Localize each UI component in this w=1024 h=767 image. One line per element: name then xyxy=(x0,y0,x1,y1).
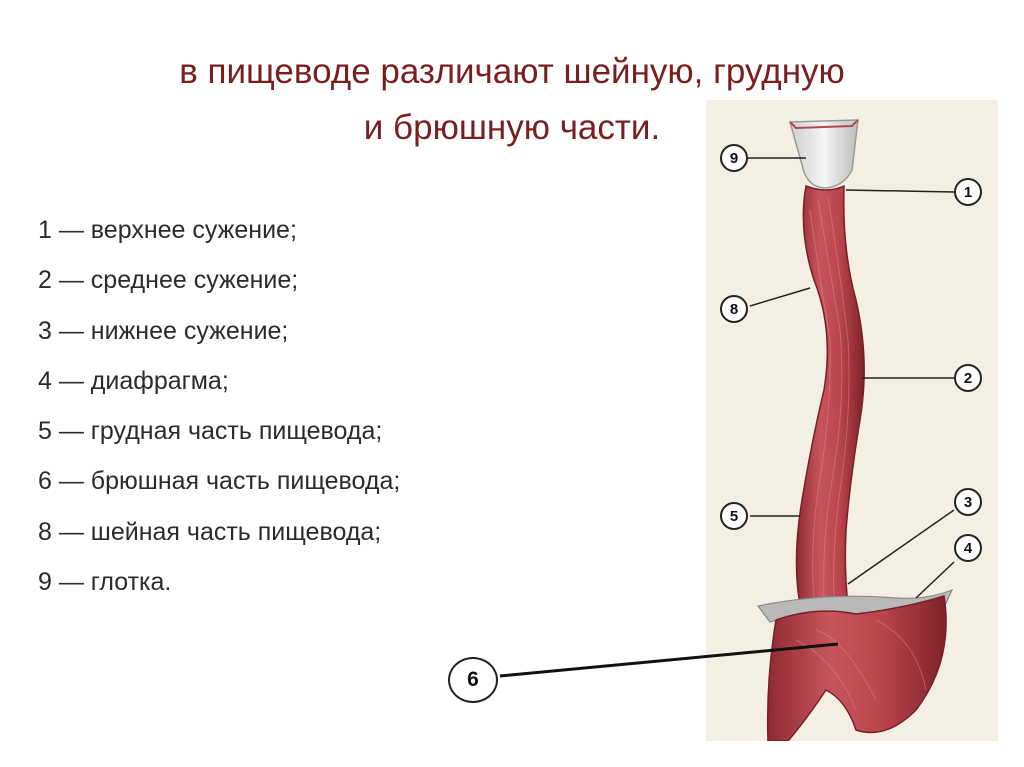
svg-text:4: 4 xyxy=(964,540,973,557)
marker-1: 1 xyxy=(954,178,982,206)
marker-5: 5 xyxy=(720,502,748,530)
marker-3: 3 xyxy=(954,488,982,516)
svg-text:1: 1 xyxy=(964,184,972,201)
legend-list: 1 — верхнее сужение; 2 — среднее сужение… xyxy=(38,210,400,612)
legend-item: 9 — глотка. xyxy=(38,568,172,597)
abdominal-esophagus xyxy=(766,595,947,741)
title-line-2: и брюшную части. xyxy=(363,108,661,147)
callout-6: 6 xyxy=(448,657,498,703)
callout-6-label: 6 xyxy=(467,668,479,691)
legend-item: 2 — среднее сужение; xyxy=(38,266,299,295)
legend-item: 8 — шейная часть пищевода; xyxy=(38,517,382,546)
legend-item: 5 — грудная часть пищевода; xyxy=(38,417,383,446)
svg-text:5: 5 xyxy=(730,508,738,525)
marker-2: 2 xyxy=(954,364,982,392)
legend-item: 1 — верхнее сужение; xyxy=(38,216,297,244)
esophagus-drawing: 9 1 8 2 5 3 4 xyxy=(720,119,982,741)
svg-text:3: 3 xyxy=(964,494,972,511)
svg-text:9: 9 xyxy=(730,150,738,167)
slide-title: в пищеводе различают шейную, грудную и б… xyxy=(0,44,1024,156)
legend-item: 6 — брюшная часть пищевода; xyxy=(38,467,401,496)
svg-text:8: 8 xyxy=(730,301,738,318)
marker-9: 9 xyxy=(720,144,748,172)
title-line-1: в пищеводе различают шейную, грудную xyxy=(179,52,845,91)
marker-4: 4 xyxy=(954,534,982,562)
esophagus-illustration: 9 1 8 2 5 3 4 xyxy=(706,100,998,741)
legend-item: 4 — диафрагма; xyxy=(38,366,229,395)
legend-item: 3 — нижнее сужение; xyxy=(38,316,289,345)
marker-8: 8 xyxy=(720,295,748,323)
esophagus-tube xyxy=(795,184,865,606)
svg-text:2: 2 xyxy=(964,370,972,387)
pharynx xyxy=(789,119,859,189)
